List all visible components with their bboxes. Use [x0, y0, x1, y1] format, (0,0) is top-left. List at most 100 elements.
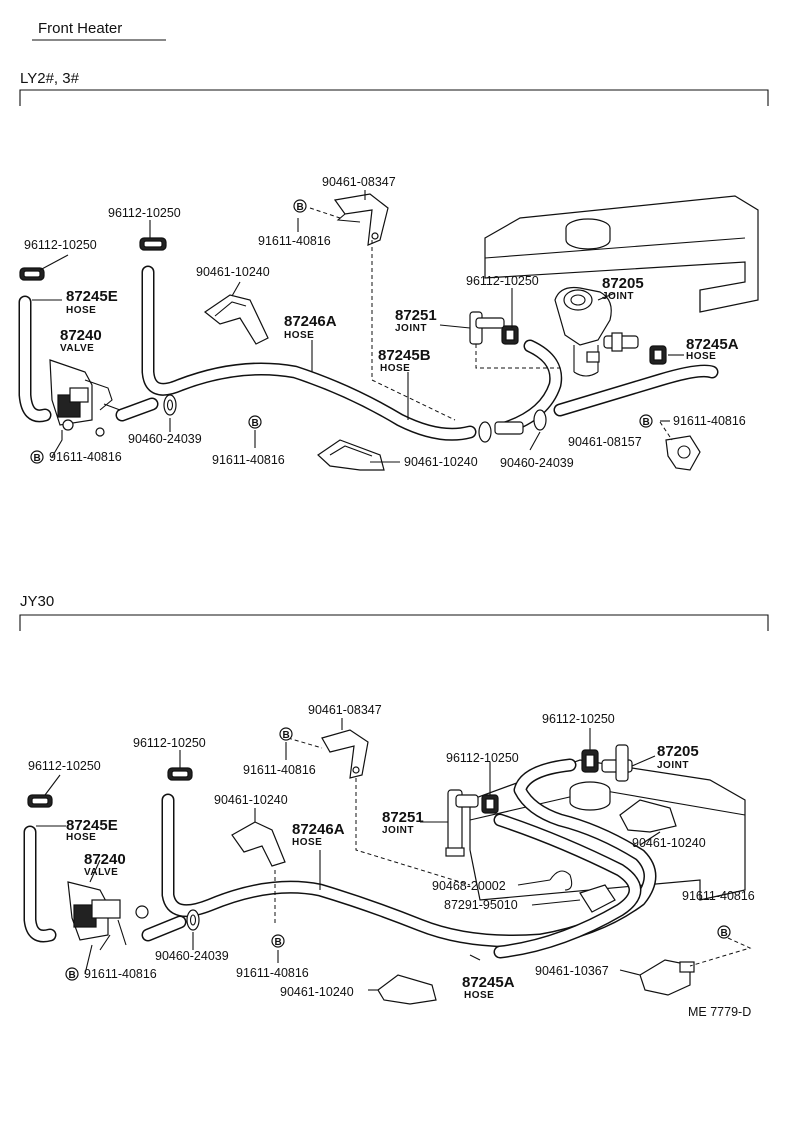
- label-87251: 87251: [395, 307, 437, 324]
- clip-90461-08157-top: [665, 435, 701, 471]
- label-b-87291-95010: 87291-95010: [444, 898, 518, 912]
- clamp-96112-a-bottom: [27, 794, 53, 808]
- hose-87245B-top: [498, 339, 563, 435]
- label-87205-joint: JOINT: [602, 291, 634, 302]
- bolt-marker-3-bottom: B: [65, 967, 79, 981]
- label-90461-08347: 90461-08347: [322, 175, 396, 189]
- plate-87291-bottom: [549, 870, 616, 913]
- label-96112-10250-b: 96112-10250: [108, 206, 181, 220]
- washer-90460-b-top: [478, 409, 547, 443]
- bracket-90461-08347-bottom: [321, 729, 369, 779]
- label-b-91611-40816-d: 91611-40816: [84, 967, 157, 981]
- label-b-87245E: 87245E: [66, 817, 118, 834]
- label-87245A-hose: HOSE: [686, 351, 716, 362]
- label-90461-10240-a: 90461-10240: [196, 265, 270, 279]
- clip-90461-10240-a-top: [203, 294, 269, 345]
- label-b-87246A: 87246A: [292, 821, 345, 838]
- label-b-90461-08347: 90461-08347: [308, 703, 382, 717]
- label-87245A: 87245A: [686, 336, 739, 353]
- label-87245B-hose: HOSE: [380, 363, 410, 374]
- guide-dash-1-top: [371, 240, 456, 421]
- label-b-96112-10250-c: 96112-10250: [446, 751, 519, 765]
- label-b-87245A-hose: HOSE: [464, 990, 494, 1001]
- label-90460-24039-b: 90460-24039: [500, 456, 574, 470]
- hose-87245A-top: [553, 364, 719, 417]
- label-90461-08157: 90461-08157: [568, 435, 642, 449]
- label-b-87251-joint: JOINT: [382, 825, 414, 836]
- bolt-marker-3-top: B: [30, 450, 44, 464]
- label-b-90461-10240-b: 90461-10240: [280, 985, 354, 999]
- section-label-bottom: JY30: [20, 593, 54, 610]
- washer-90460-a-top: [163, 394, 177, 416]
- label-87240: 87240: [60, 327, 102, 344]
- hose-87245E-top: [18, 295, 52, 423]
- label-b-87245A: 87245A: [462, 974, 515, 991]
- section-frame-bottom: [19, 614, 769, 631]
- label-b-87245E-hose: HOSE: [66, 832, 96, 843]
- guide-dash-4-top: [659, 421, 673, 441]
- svg-text:B: B: [721, 928, 729, 939]
- label-91611-40816-a: 91611-40816: [258, 234, 331, 248]
- label-b-90461-10240-c: 90461-10240: [632, 836, 706, 850]
- label-91611-40816-d: 91611-40816: [49, 450, 122, 464]
- label-91611-40816-c: 91611-40816: [212, 453, 285, 467]
- clamp-96112-c-top: [501, 325, 519, 345]
- label-b-87205: 87205: [657, 743, 699, 760]
- hose-short-top: [115, 397, 159, 422]
- clamp-96112-c-bottom: [481, 794, 499, 814]
- label-87245B: 87245B: [378, 347, 431, 364]
- hose-87246A-top: [141, 265, 477, 441]
- clip-90461-10240-a-bottom: [231, 821, 286, 867]
- label-b-87240-valve: VALVE: [84, 867, 118, 878]
- clamp-96112-a-top: [19, 267, 45, 281]
- label-b-87205-joint: JOINT: [657, 760, 689, 771]
- clip-90461-10240-c-bottom: [619, 799, 677, 833]
- label-91611-40816-b: 91611-40816: [673, 414, 746, 428]
- bracket-90461-08347-top: [333, 193, 389, 246]
- hose-short-bottom: [141, 915, 187, 942]
- label-87246A: 87246A: [284, 313, 337, 330]
- svg-text:B: B: [69, 970, 77, 981]
- engine-block-top: [484, 195, 759, 313]
- guide-dash-3-top: [475, 344, 560, 369]
- clamp-96112-b-top: [139, 237, 167, 251]
- label-b-90468-20002: 90468-20002: [432, 879, 506, 893]
- hose-87245E-bottom: [23, 825, 57, 943]
- clip-90461-10367-bottom: [639, 959, 695, 996]
- joint-87205-top: [603, 332, 639, 352]
- label-90461-10240-b: 90461-10240: [404, 455, 478, 469]
- page-title: Front Heater: [38, 20, 122, 37]
- joint-87205-bottom: [601, 744, 633, 782]
- label-87245E: 87245E: [66, 288, 118, 305]
- washer-90460-bottom: [186, 909, 200, 931]
- clip-90461-10240-b-bottom: [377, 974, 437, 1005]
- section-label-top: LY2#, 3#: [20, 70, 80, 87]
- label-87246A-hose: HOSE: [284, 330, 314, 341]
- bolt-marker-4-bottom: B: [717, 925, 731, 939]
- valve-87240-top: [49, 359, 121, 437]
- label-96112-10250-c: 96112-10250: [466, 274, 539, 288]
- guide-dash-4-bottom: [689, 937, 752, 967]
- hose-87245A-bottom: [493, 813, 642, 959]
- bolt-marker-2-bottom: B: [271, 934, 285, 948]
- label-b-87246A-hose: HOSE: [292, 837, 322, 848]
- label-87240-valve: VALVE: [60, 343, 94, 354]
- svg-text:B: B: [275, 937, 283, 948]
- label-96112-10250-a: 96112-10250: [24, 238, 97, 252]
- diagram-bottom: B B B B 90461-08347 96112-10250 96112-10…: [23, 703, 755, 1005]
- svg-text:B: B: [297, 202, 305, 213]
- label-87205: 87205: [602, 275, 644, 292]
- clip-90461-10240-b-top: [317, 439, 385, 471]
- label-b-91611-40816-c: 91611-40816: [236, 966, 309, 980]
- bolt-marker-2-top: B: [248, 415, 262, 429]
- clamp-96112-d-bottom: [581, 749, 599, 773]
- bolt-marker-1-bottom: B: [279, 727, 293, 741]
- svg-text:B: B: [34, 453, 42, 464]
- label-87245E-hose: HOSE: [66, 305, 96, 316]
- label-b-96112-10250-d: 96112-10250: [542, 712, 615, 726]
- svg-text:B: B: [252, 418, 260, 429]
- label-b-87240: 87240: [84, 851, 126, 868]
- thermostat-housing-top: [554, 286, 612, 377]
- label-b-91611-40816-a: 91611-40816: [243, 763, 316, 777]
